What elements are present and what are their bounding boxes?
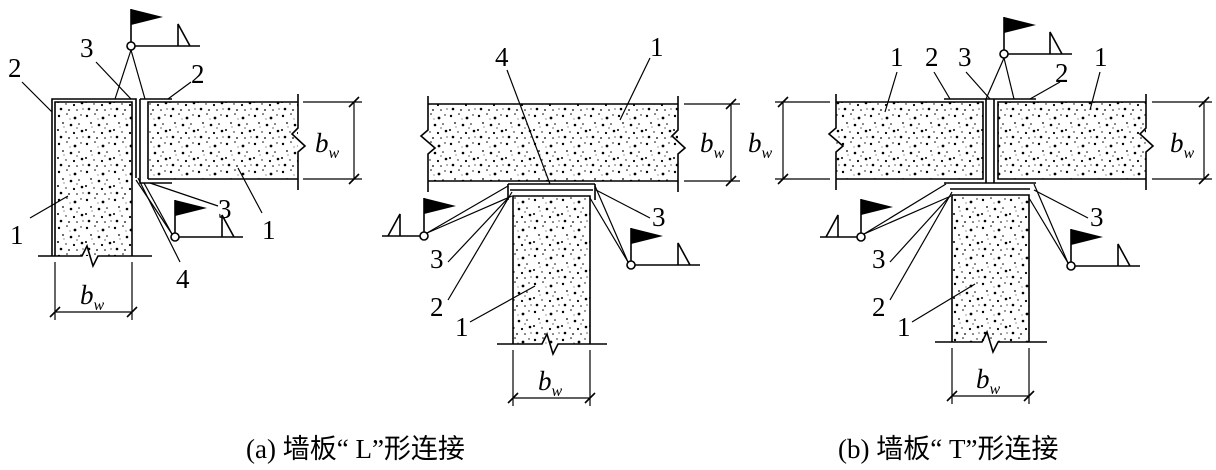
weld-flag-icon: [820, 183, 952, 242]
svg-text:bw: bw: [80, 280, 105, 314]
weld-flag-icon: [382, 185, 513, 241]
part-label-2: 2: [191, 59, 205, 89]
break-line-icon: [827, 94, 845, 190]
part-label-1: 1: [890, 42, 904, 72]
dimension-bw-a-bottom: bw: [49, 262, 138, 320]
weld-flag-icon: [985, 17, 1072, 100]
weld-flag-icon: [589, 185, 700, 270]
wall-panel-horizontal-a: [148, 102, 298, 179]
wall-panel-left-b: [836, 102, 983, 179]
part-label-1: 1: [897, 312, 911, 342]
break-line-icon: [497, 331, 607, 357]
dimension-bw-t-bottom: bw: [507, 350, 596, 406]
caption-b: (b) 墙板“ T”形连接: [838, 434, 1058, 464]
svg-text:bw: bw: [748, 128, 773, 162]
part-label-2: 2: [8, 53, 22, 83]
part-label-1: 1: [262, 215, 276, 245]
part-label-2: 2: [430, 292, 444, 322]
svg-text:bw: bw: [976, 364, 1001, 398]
dimension-bw-a-right: bw: [303, 96, 362, 185]
break-line-icon: [1138, 94, 1155, 190]
diagram-b: 1 2 3 2 1 3 2 1 3 bw bw bw: [748, 17, 1212, 404]
svg-text:bw: bw: [315, 128, 340, 162]
wall-panel-vertical-a: [55, 102, 132, 256]
diagram-t-middle: 4 1 3 2 1 3 bw bw: [382, 32, 740, 406]
break-line-icon: [38, 243, 152, 269]
part-label-3: 3: [958, 42, 972, 72]
part-label-4: 4: [495, 42, 509, 72]
part-label-3: 3: [872, 244, 886, 274]
part-label-1: 1: [1094, 42, 1108, 72]
part-label-3: 3: [652, 202, 666, 232]
part-label-2: 2: [1055, 58, 1069, 88]
steel-plate-a-left: [51, 98, 137, 256]
dimension-bw-b-left: bw: [748, 96, 830, 185]
dimension-bw-b-right: bw: [1152, 96, 1212, 185]
wall-panel-vertical-t: [513, 196, 590, 344]
weld-flag-icon: [1028, 183, 1140, 271]
part-label-2: 2: [925, 42, 939, 72]
wall-panel-vertical-b: [952, 195, 1029, 342]
svg-text:bw: bw: [700, 128, 725, 162]
part-label-3: 3: [80, 33, 94, 63]
wall-panel-horizontal-t: [428, 104, 678, 181]
break-line-icon: [290, 94, 307, 190]
wall-panel-right-b: [998, 102, 1146, 179]
part-label-4: 4: [176, 264, 190, 294]
weld-flag-icon: [135, 179, 243, 242]
caption-a: (a) 墙板“ L”形连接: [246, 434, 465, 464]
part-label-3: 3: [430, 244, 444, 274]
break-line-icon: [419, 96, 437, 192]
weld-flag-icon: [114, 9, 200, 100]
break-line-icon: [670, 96, 687, 192]
part-label-3: 3: [1090, 202, 1104, 232]
part-label-2: 2: [872, 292, 886, 322]
part-label-3: 3: [218, 194, 232, 224]
steel-plate-t: [507, 183, 596, 200]
svg-text:bw: bw: [1170, 128, 1195, 162]
svg-text:bw: bw: [538, 366, 563, 400]
part-label-1: 1: [10, 220, 24, 250]
part-label-1: 1: [650, 32, 664, 62]
dimension-bw-b-bottom: bw: [946, 348, 1035, 404]
dimension-bw-t-right: bw: [684, 98, 740, 187]
part-label-1: 1: [455, 312, 469, 342]
diagram-a: 2 3 2 3 4 1 1 bw bw: [8, 9, 362, 320]
break-line-icon: [935, 329, 1047, 355]
